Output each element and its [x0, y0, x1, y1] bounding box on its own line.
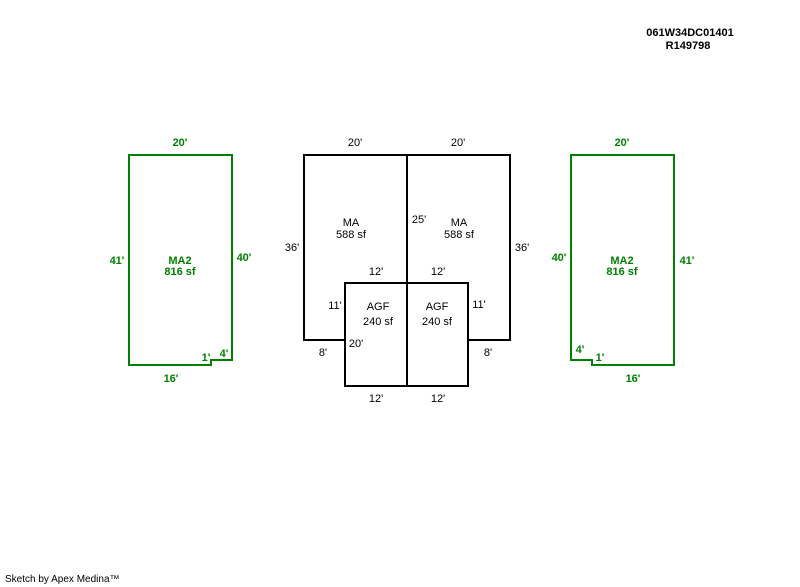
dim-label: 36'	[515, 242, 529, 254]
dim-label: 16'	[626, 373, 641, 385]
area-size: 588 sf	[336, 229, 367, 241]
agf-right-outline	[406, 282, 469, 387]
area-size: 240 sf	[422, 316, 453, 328]
dim-label: 4'	[220, 348, 229, 360]
dim-label: 20'	[173, 137, 188, 149]
right-ma2-area: 20' 40' 41' 16' 1' 4' MA2 816 sf	[552, 137, 695, 385]
dim-label: 40'	[552, 252, 567, 264]
dim-label: 11'	[472, 299, 486, 311]
dim-label: 41'	[680, 255, 695, 267]
area-size: 588 sf	[444, 229, 475, 241]
ma-right-outline	[406, 154, 511, 341]
area-name: AGF	[367, 301, 390, 313]
dim-label: 12'	[431, 393, 445, 405]
dim-label: 12'	[369, 393, 383, 405]
left-ma2-area: 20' 41' 40' 16' 1' 4' MA2 816 sf	[110, 137, 252, 385]
area-size: 240 sf	[363, 316, 394, 328]
dim-label: 12'	[369, 266, 383, 278]
dim-label: 12'	[431, 266, 445, 278]
dim-label: 11'	[328, 300, 342, 312]
dim-label: 20'	[615, 137, 630, 149]
area-name: MA2	[168, 255, 191, 267]
dim-label: 1'	[202, 352, 211, 364]
area-size: 816 sf	[606, 266, 638, 278]
right-ma2-outline	[570, 154, 675, 366]
dim-label: 20'	[349, 338, 363, 350]
area-name: MA	[343, 217, 360, 229]
dim-label: 36'	[285, 242, 299, 254]
area-name: MA2	[610, 255, 633, 267]
agf-left-outline	[344, 282, 408, 387]
dim-label: 16'	[164, 373, 179, 385]
dim-label: 41'	[110, 255, 125, 267]
dim-label: 1'	[596, 352, 605, 364]
left-ma2-outline	[128, 154, 233, 366]
dim-label: 4'	[576, 344, 585, 356]
center-building: 20' 20' 36' 36' 25' 12' 12' 11' 11' 8' 8…	[285, 137, 529, 405]
dim-label: 8'	[319, 347, 327, 359]
dim-label: 40'	[237, 252, 252, 264]
dim-label: 20'	[348, 137, 362, 149]
dim-label: 8'	[484, 347, 492, 359]
dim-label: 25'	[412, 214, 426, 226]
ma-left-outline	[303, 154, 408, 341]
dim-label: 20'	[451, 137, 465, 149]
footer-credit: Sketch by Apex Medina™	[5, 574, 120, 585]
account-number: R149798	[665, 40, 711, 52]
area-name: AGF	[426, 301, 449, 313]
area-name: MA	[451, 217, 468, 229]
area-size: 816 sf	[164, 266, 196, 278]
parcel-id: 061W34DC01401	[646, 27, 734, 39]
